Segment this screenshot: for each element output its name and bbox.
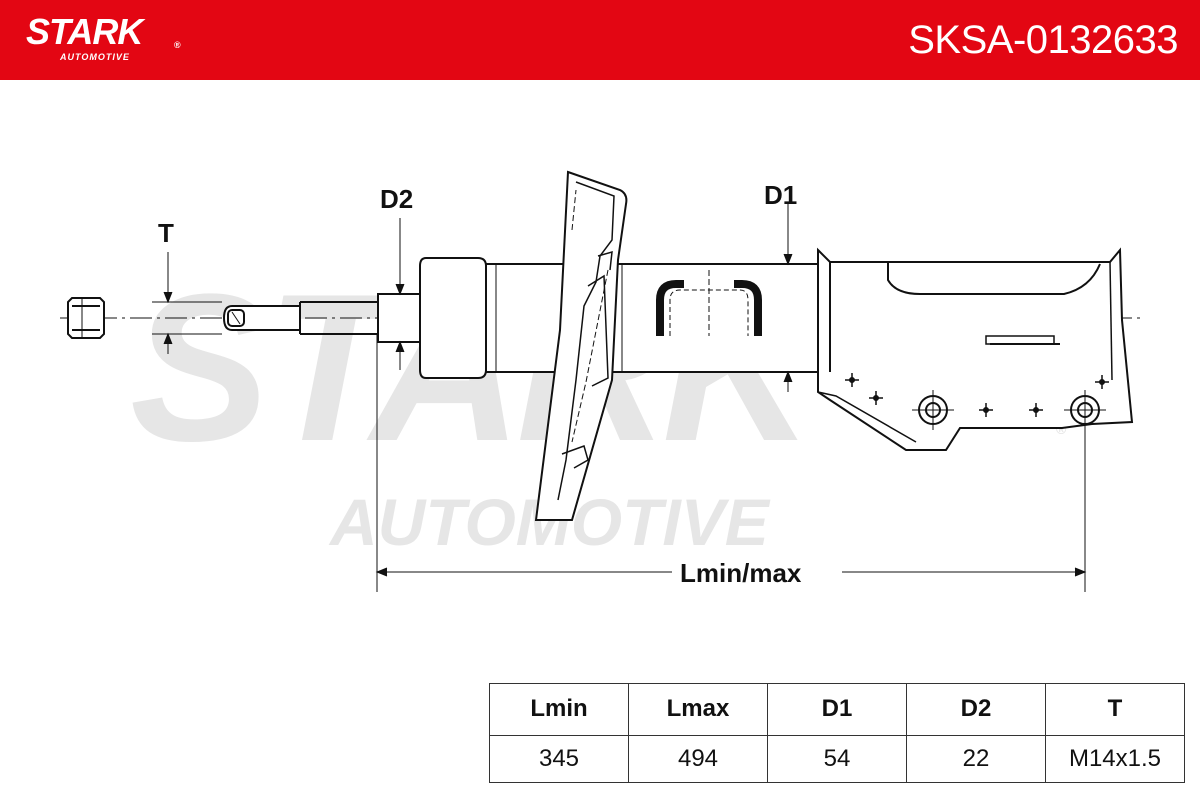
spec-header-d2: D2 bbox=[906, 683, 1046, 736]
dimension-lines bbox=[152, 204, 1087, 592]
specs-header-row: Lmin Lmax D1 D2 T bbox=[489, 683, 1185, 736]
knuckle-mount bbox=[817, 247, 1134, 451]
spring-plate bbox=[534, 170, 628, 521]
brand-name: STARK bbox=[26, 11, 143, 52]
label-d2: D2 bbox=[380, 184, 413, 214]
nut-icon bbox=[67, 297, 105, 339]
shock-absorber-drawing: STARK AUTOMOTIVE ® bbox=[60, 170, 1140, 592]
spec-value-lmax: 494 bbox=[628, 734, 768, 784]
piston-rod bbox=[222, 293, 423, 343]
brand-registered-mark: ® bbox=[174, 40, 181, 50]
spec-value-t: M14x1.5 bbox=[1045, 734, 1185, 784]
label-d1: D1 bbox=[764, 180, 797, 210]
specs-table: Lmin Lmax D1 D2 T 345 494 54 22 M14x1.5 bbox=[489, 683, 1185, 784]
spec-value-d1: 54 bbox=[767, 734, 907, 784]
header-bar: STARK ® AUTOMOTIVE SKSA-0132633 bbox=[0, 0, 1200, 80]
spec-header-lmax: Lmax bbox=[628, 683, 768, 736]
brand-logo: STARK ® AUTOMOTIVE bbox=[26, 11, 181, 63]
spec-value-lmin: 345 bbox=[489, 734, 629, 784]
label-length: Lmin/max bbox=[680, 558, 802, 588]
stabilizer-bracket bbox=[656, 270, 762, 336]
spec-header-d1: D1 bbox=[767, 683, 907, 736]
brand-subtitle: AUTOMOTIVE bbox=[60, 52, 130, 62]
spec-header-t: T bbox=[1045, 683, 1185, 736]
specs-value-row: 345 494 54 22 M14x1.5 bbox=[489, 734, 1185, 784]
spec-value-d2: 22 bbox=[906, 734, 1046, 784]
spec-header-lmin: Lmin bbox=[489, 683, 629, 736]
label-t: T bbox=[158, 218, 174, 248]
part-number: SKSA-0132633 bbox=[908, 18, 1178, 62]
